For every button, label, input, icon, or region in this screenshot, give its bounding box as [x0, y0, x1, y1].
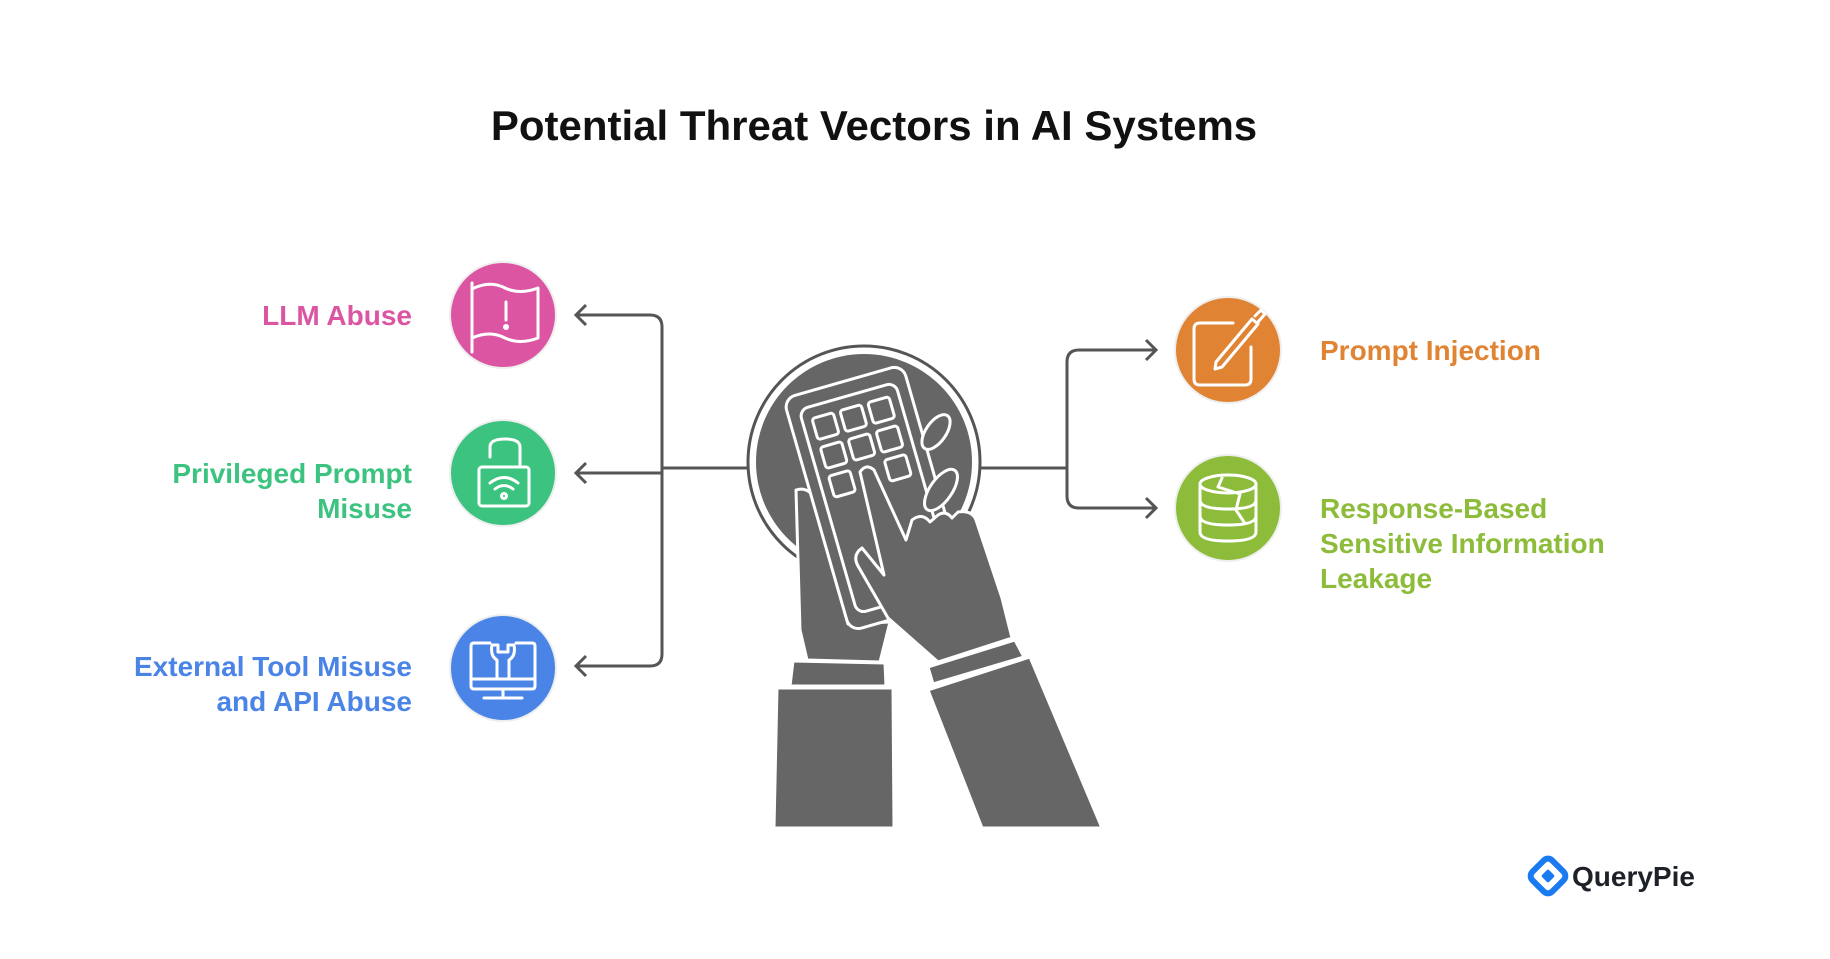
pen-on-pad-icon	[1192, 308, 1267, 387]
querypie-logo: QueryPie	[1527, 855, 1695, 897]
logo-text: QueryPie	[1572, 861, 1695, 892]
right-connector	[981, 338, 1159, 520]
item-privileged-prompt-misuse: Privileged Prompt Misuse	[172, 419, 557, 527]
llm-abuse-circle	[449, 261, 557, 369]
prompt-injection-label: Prompt Injection	[1320, 335, 1541, 366]
external-tool-label-line1: External Tool Misuse	[134, 651, 412, 682]
response-leakage-label-line3: Leakage	[1320, 563, 1432, 594]
item-response-leakage: Response-Based Sensitive Information Lea…	[1174, 454, 1605, 594]
item-external-tool-misuse: External Tool Misuse and API Abuse	[134, 614, 557, 722]
flag-alert-icon	[470, 281, 540, 354]
external-tool-circle	[449, 614, 557, 722]
diagram-title: Potential Threat Vectors in AI Systems	[491, 102, 1257, 149]
privileged-prompt-circle	[449, 419, 557, 527]
response-leakage-label-line2: Sensitive Information	[1320, 528, 1605, 559]
privileged-prompt-label-line1: Privileged Prompt	[172, 458, 412, 489]
hands-typing-keypad-icon	[746, 344, 1104, 830]
cracked-database-icon	[1198, 473, 1258, 543]
privileged-prompt-label-line2: Misuse	[317, 493, 412, 524]
response-leakage-label-line1: Response-Based	[1320, 493, 1547, 524]
unlocked-wifi-lock-icon	[477, 437, 531, 508]
item-prompt-injection: Prompt Injection	[1174, 296, 1541, 404]
external-tool-label-line2: and API Abuse	[216, 686, 412, 717]
item-llm-abuse: LLM Abuse	[262, 261, 557, 369]
monitor-wrench-icon	[469, 641, 537, 700]
left-connector	[573, 303, 748, 678]
llm-abuse-label: LLM Abuse	[262, 300, 412, 331]
